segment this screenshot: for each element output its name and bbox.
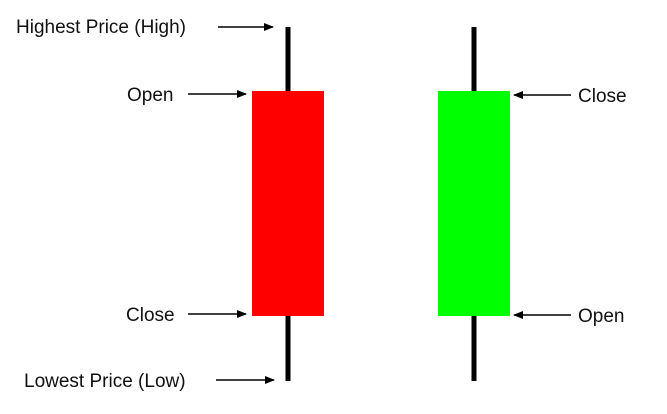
label-bear-close: Close [126,305,175,326]
label-bull-open: Open [578,306,624,327]
label-low: Lowest Price (Low) [24,371,186,392]
label-bear-open: Open [127,85,173,106]
label-high: Highest Price (High) [16,17,186,38]
bearish-candle-body [252,91,324,316]
label-bull-close: Close [578,86,627,107]
bullish-candle-body [438,91,510,316]
bullish-candle [438,27,510,381]
bearish-candle [252,27,324,381]
